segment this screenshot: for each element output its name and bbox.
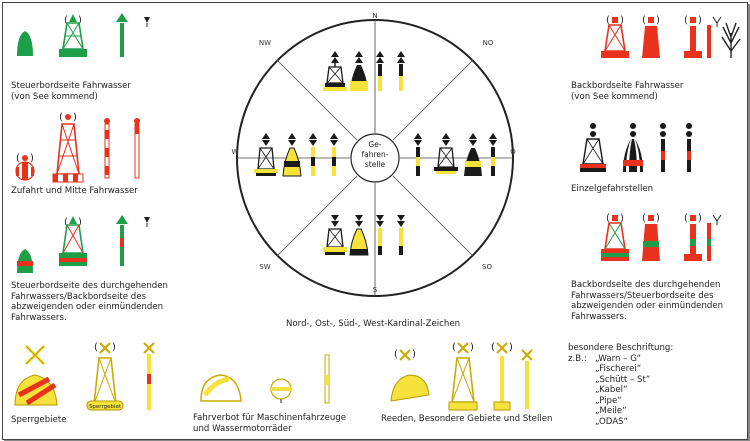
beschriftung-item: „Meile“ <box>595 406 627 416</box>
svg-text:): ) <box>656 213 660 224</box>
prohibited-vessels-marks <box>200 354 330 404</box>
gefahren-line3: stelle <box>365 160 386 169</box>
label-einzelgefahr: Einzelgefahrstellen <box>571 184 654 194</box>
preferred-channel-port-marks: () <box>17 215 150 273</box>
compass-nw: NW <box>259 39 271 47</box>
north-cardinal-marks <box>323 51 405 91</box>
special-marks: () () () <box>390 342 533 411</box>
label-zufahrt: Zufahrt und Mitte Fahrwasser <box>11 186 138 196</box>
gefahren-line2: fahren- <box>362 150 389 159</box>
svg-text:): ) <box>73 112 77 123</box>
beschriftung-item: „Fischerei“ <box>595 364 642 374</box>
svg-text:(: ( <box>642 213 646 224</box>
svg-text:): ) <box>78 217 82 228</box>
sperr-buoy-text: Sperrgebiet <box>89 404 122 410</box>
svg-text:): ) <box>412 349 416 360</box>
compass-n: N <box>372 12 377 20</box>
svg-text:(: ( <box>64 15 68 26</box>
compass-o: O <box>510 148 516 156</box>
svg-text:): ) <box>620 15 624 26</box>
beschriftung-item: „Schütt – St“ <box>595 374 651 385</box>
svg-text:(: ( <box>64 217 68 228</box>
west-cardinal-marks <box>254 133 338 177</box>
compass-sw: SW <box>259 263 270 271</box>
compass-s: S <box>373 286 378 294</box>
svg-text:(: ( <box>642 15 646 26</box>
starboard-marks: () <box>17 13 150 57</box>
preferred-channel-starboard-marks: () () () <box>601 213 722 261</box>
hazard-center-circle <box>350 133 400 183</box>
gefahren-line1: Ge- <box>368 140 381 149</box>
label-sperr: Sperrgebiete <box>11 415 67 425</box>
label-kardinal: Nord-, Ost-, Süd-, West-Kardinal-Zeichen <box>286 319 461 329</box>
svg-text:(: ( <box>606 213 610 224</box>
beschriftung-item: „Pipe“ <box>595 395 622 406</box>
svg-text:): ) <box>509 342 513 353</box>
compass-so: SO <box>482 263 492 271</box>
svg-text:): ) <box>470 342 474 353</box>
beschriftung-item: „ODAS“ <box>595 416 628 427</box>
svg-text:(: ( <box>394 349 398 360</box>
svg-text:(: ( <box>16 153 20 164</box>
beschriftung-item: „Kabel“ <box>595 385 628 395</box>
svg-text:(: ( <box>94 342 98 353</box>
svg-text:): ) <box>698 213 702 224</box>
beschriftung-item: „Warn – G“ <box>595 353 642 364</box>
restricted-area-marks: () Sperrgebiet <box>14 342 155 411</box>
south-cardinal-marks <box>323 215 405 256</box>
svg-text:(: ( <box>684 15 688 26</box>
label-beschriftung: besondere Beschriftung: z.B.: „Warn – G“… <box>568 343 673 427</box>
svg-text:(: ( <box>59 112 63 123</box>
svg-text:): ) <box>656 15 660 26</box>
svg-text:): ) <box>78 15 82 26</box>
compass-diagram: Ge- fahren- stelle N S W O NW NO SW SO <box>14 12 741 411</box>
port-marks: () () () <box>601 15 741 58</box>
svg-text:(: ( <box>684 213 688 224</box>
beschriftung-zb: z.B.: <box>568 353 587 364</box>
isolated-danger-marks <box>580 123 692 172</box>
beschriftung-title: besondere Beschriftung: <box>568 343 674 353</box>
svg-text:(: ( <box>606 15 610 26</box>
svg-text:): ) <box>30 153 34 164</box>
compass-w: W <box>232 148 239 156</box>
label-backbord: Backbordseite Fahrwasser(von See kommend… <box>571 81 684 102</box>
label-reeden: Reeden, Besondere Gebiete und Stellen <box>381 414 553 424</box>
label-steuerbord: Steuerbordseite Fahrwasser(von See komme… <box>11 81 131 102</box>
svg-text:(: ( <box>491 342 495 353</box>
svg-text:): ) <box>620 213 624 224</box>
svg-text:): ) <box>112 342 116 353</box>
compass-no: NO <box>483 39 494 47</box>
east-cardinal-marks <box>414 133 497 176</box>
svg-text:): ) <box>698 15 702 26</box>
safe-water-marks: () () <box>15 112 140 183</box>
svg-text:(: ( <box>452 342 456 353</box>
